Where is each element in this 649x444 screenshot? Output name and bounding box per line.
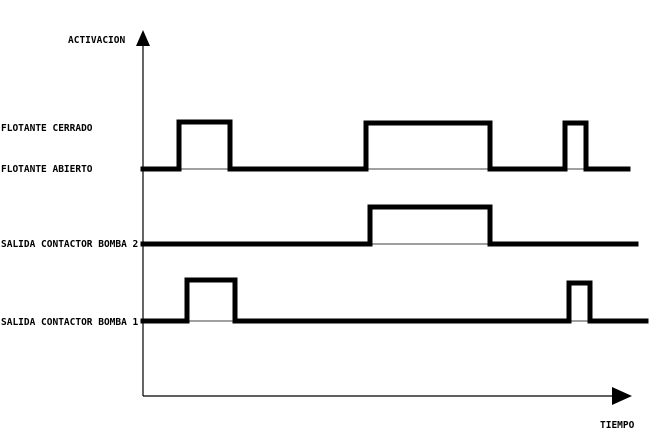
level-label-pump-2: SALIDA CONTACTOR BOMBA 2: [1, 239, 138, 250]
float-signal-waveform: [140, 119, 631, 172]
pump-2-signal-waveform: [140, 204, 639, 247]
y-axis-label: ACTIVACION: [68, 35, 125, 46]
x-axis-arrowhead: [612, 387, 632, 405]
y-axis-arrowhead: [136, 30, 150, 46]
pump-1-signal-waveform: [140, 277, 649, 324]
x-axis-label: TIEMPO: [600, 420, 635, 431]
level-label-float-closed: FLOTANTE CERRADO: [1, 123, 93, 134]
level-label-float-open: FLOTANTE ABIERTO: [1, 164, 93, 175]
level-label-pump-1: SALIDA CONTACTOR BOMBA 1: [1, 317, 139, 328]
